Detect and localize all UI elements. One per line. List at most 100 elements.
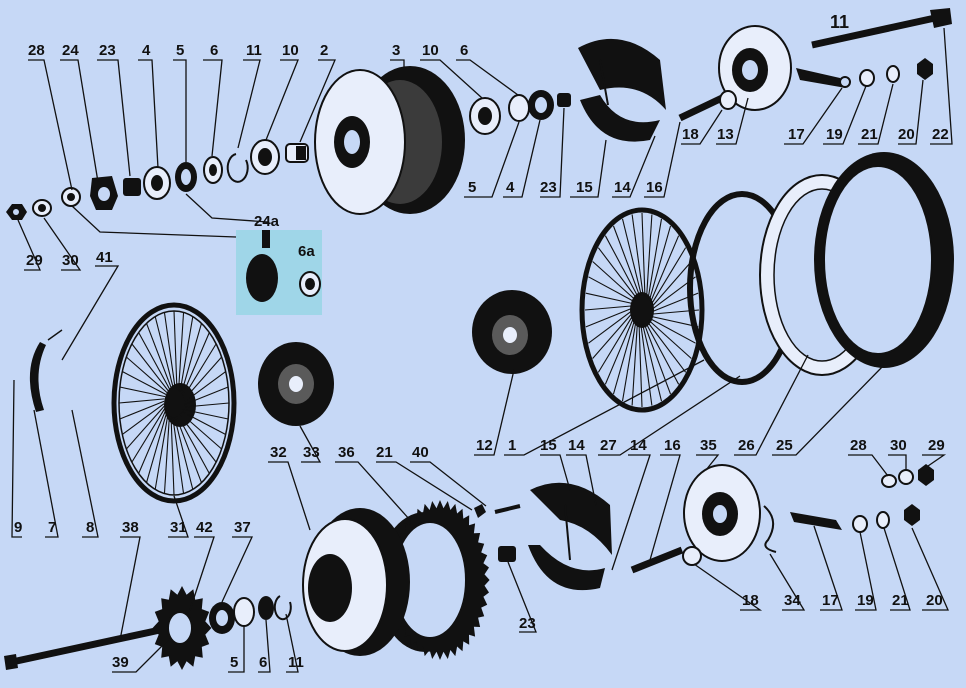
spoke bbox=[175, 416, 203, 483]
axle-22-top bbox=[811, 8, 952, 49]
label-31: 31 bbox=[170, 519, 187, 536]
washer-28-right bbox=[881, 474, 897, 488]
nut-29-top bbox=[6, 204, 27, 220]
label-6-top: 6 bbox=[210, 42, 218, 59]
spoke bbox=[604, 235, 639, 298]
spoke bbox=[584, 305, 633, 311]
label-16-mid: 16 bbox=[664, 437, 681, 454]
spoke bbox=[180, 323, 203, 394]
label-21-top: 21 bbox=[861, 126, 878, 143]
label-5-top: 5 bbox=[176, 42, 184, 59]
spoke bbox=[145, 323, 173, 390]
label-4-top: 4 bbox=[142, 42, 151, 59]
label-38: 38 bbox=[122, 519, 139, 536]
spoke bbox=[181, 410, 226, 435]
label-13: 13 bbox=[717, 126, 734, 143]
label-17-top: 17 bbox=[788, 126, 805, 143]
spoke bbox=[612, 225, 641, 297]
label-3-top: 3 bbox=[392, 42, 400, 59]
spoke bbox=[641, 323, 663, 402]
nut-29-right bbox=[918, 464, 934, 486]
bolt-40 bbox=[474, 504, 521, 518]
spoke bbox=[592, 312, 633, 359]
label-23-hub: 23 bbox=[540, 179, 557, 196]
spoke bbox=[182, 408, 229, 420]
label-11-bottom: 11 bbox=[288, 654, 304, 671]
label-22: 22 bbox=[932, 126, 949, 143]
bearing-10-top bbox=[250, 139, 280, 175]
washer-6-bottom bbox=[258, 596, 274, 620]
label-14-mid: 14 bbox=[568, 437, 585, 454]
label-14-top: 14 bbox=[614, 179, 631, 196]
bearing-37 bbox=[209, 602, 235, 634]
label-16-top: 16 bbox=[646, 179, 663, 196]
spoke bbox=[183, 402, 230, 408]
label-21-bottom: 21 bbox=[892, 592, 909, 609]
spoke bbox=[621, 218, 643, 297]
label-32: 32 bbox=[270, 444, 287, 461]
label-33: 33 bbox=[303, 444, 320, 461]
circlip-11-bottom bbox=[273, 595, 292, 621]
spoke bbox=[173, 416, 194, 490]
spoke bbox=[646, 214, 653, 298]
washer-19-top bbox=[859, 69, 875, 87]
tyre-25 bbox=[814, 152, 954, 368]
spoke bbox=[597, 315, 634, 373]
spring-34 bbox=[763, 505, 777, 553]
rear-wheel-31 bbox=[111, 302, 237, 504]
spoke bbox=[154, 316, 175, 390]
bearing-10-hub-right bbox=[469, 97, 501, 135]
circlip-11-top bbox=[226, 153, 249, 183]
washer-30-top bbox=[32, 199, 52, 217]
label-40: 40 bbox=[412, 444, 429, 461]
spoke bbox=[183, 371, 227, 403]
bearing-4-top bbox=[143, 166, 171, 200]
spoke bbox=[179, 316, 194, 392]
spoke bbox=[178, 312, 185, 391]
backplate-13-top bbox=[718, 25, 792, 111]
lever-17-top bbox=[796, 68, 851, 88]
spoke bbox=[177, 415, 210, 474]
label-21-mid: 21 bbox=[376, 444, 393, 461]
washer-21-top bbox=[886, 65, 900, 83]
spoke bbox=[592, 261, 636, 301]
front-hub-3 bbox=[314, 66, 465, 215]
label-23-bottom: 23 bbox=[519, 615, 536, 632]
spoke bbox=[641, 212, 646, 297]
spoke bbox=[648, 225, 672, 301]
label-34: 34 bbox=[784, 592, 801, 609]
spoke bbox=[172, 416, 185, 494]
spoke bbox=[131, 408, 166, 463]
label-28-right: 28 bbox=[850, 437, 867, 454]
spoke bbox=[121, 403, 165, 435]
spoke bbox=[119, 386, 166, 398]
brake-shoes-top bbox=[578, 38, 666, 142]
spoke bbox=[163, 312, 176, 390]
spoke bbox=[126, 356, 168, 394]
label-24a: 24a bbox=[254, 213, 280, 230]
spoke bbox=[597, 247, 638, 299]
spoke bbox=[612, 319, 636, 395]
washer-19-bottom bbox=[852, 515, 868, 533]
spoke bbox=[125, 405, 165, 450]
spoke bbox=[648, 319, 692, 359]
spacer-23-bottom bbox=[498, 546, 516, 562]
front-wheel-1 bbox=[579, 207, 705, 413]
label-29-right: 29 bbox=[928, 437, 945, 454]
label-6-bottom: 6 bbox=[259, 654, 267, 671]
spoke bbox=[173, 310, 178, 390]
spoke bbox=[585, 292, 634, 305]
label-6-hub: 6 bbox=[460, 42, 468, 59]
label-24-top: 24 bbox=[62, 42, 79, 59]
label-27: 27 bbox=[600, 437, 617, 454]
spoke bbox=[631, 322, 638, 406]
label-11-axle: 11 bbox=[830, 12, 849, 32]
label-23-top: 23 bbox=[99, 42, 116, 59]
nut-20-bottom bbox=[904, 504, 920, 526]
spoke bbox=[122, 371, 167, 396]
brake-plate-33 bbox=[258, 342, 334, 426]
spoke bbox=[647, 218, 663, 299]
axle-38 bbox=[4, 626, 161, 670]
spoke bbox=[650, 247, 687, 305]
